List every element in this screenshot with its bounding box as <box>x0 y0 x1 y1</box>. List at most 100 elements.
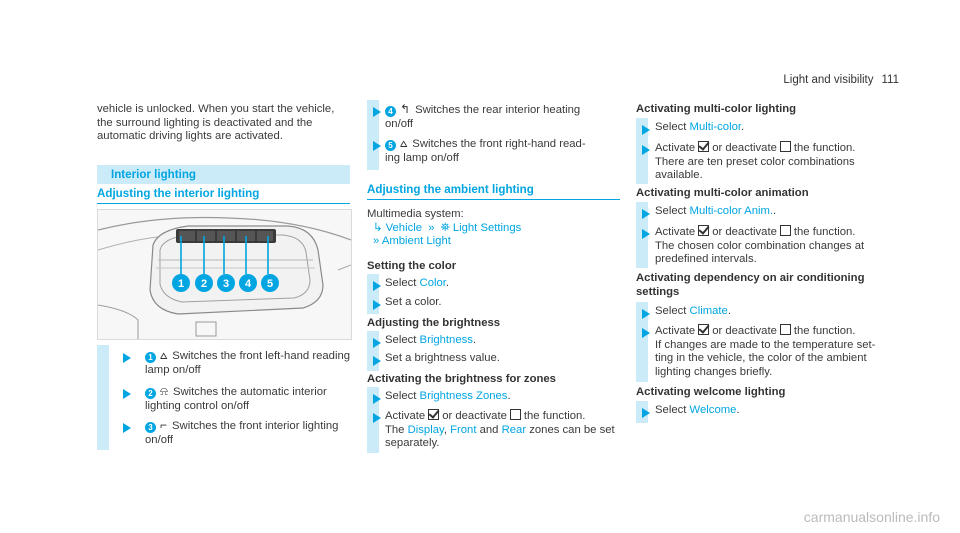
callout-3: 3 <box>223 278 229 290</box>
rear-link[interactable]: Rear <box>501 423 527 436</box>
bullet-arrow-icon <box>373 338 381 348</box>
item-text: Switches the front interior lighting <box>172 420 339 432</box>
checkbox-empty-icon <box>509 409 521 420</box>
light-settings-icon: ⛯ <box>440 221 450 234</box>
item-text: the function. <box>523 410 586 422</box>
item-text: or deactivate <box>712 226 777 238</box>
item-text: There are ten preset color combinations <box>655 155 855 168</box>
front-link[interactable]: Front <box>450 423 477 436</box>
brightness-title: Adjusting the brightness <box>367 317 501 329</box>
item-text: Select <box>655 121 687 133</box>
list-item: 5 ⩟ Switches the front right-hand read- in… <box>385 136 615 165</box>
item-text: or deactivate <box>442 410 507 422</box>
item-text: zones can be set <box>529 423 615 436</box>
item-text: If changes are made to the temperature s… <box>655 338 876 351</box>
list-bar <box>636 302 648 382</box>
intro-line: automatic driving lights are activated. <box>97 130 283 143</box>
item-text: The <box>385 423 405 436</box>
climate-link[interactable]: Climate <box>689 305 728 317</box>
bullet-arrow-icon <box>642 209 650 219</box>
rear-interior-heating-icon: ↰ <box>400 102 411 116</box>
list-item: Select Welcome. <box>655 404 740 416</box>
bullet-arrow-icon <box>642 309 650 319</box>
front-right-reading-lamp-icon: ⩟ <box>400 136 408 150</box>
bullet-arrow-icon <box>123 389 131 399</box>
path-arrow-icon: ↳ <box>373 221 383 234</box>
climate-title: Activating dependency on air conditionin… <box>636 272 864 299</box>
multi-color-title: Activating multi-color lighting <box>636 103 797 115</box>
section-heading-band: Interior lighting <box>97 165 350 184</box>
list-bar <box>367 100 379 170</box>
multi-anim-title: Activating multi-color animation <box>636 187 809 199</box>
item-text: ting in the vehicle, the color of the am… <box>655 352 867 365</box>
setting-color-title: Setting the color <box>367 260 457 272</box>
list-item: Select Climate. <box>655 305 731 317</box>
item-text: Switches the rear interior heating <box>415 104 581 116</box>
bullet-arrow-icon <box>373 281 381 291</box>
bullet-arrow-icon <box>373 300 381 310</box>
path-vehicle-link[interactable]: Vehicle <box>385 221 423 234</box>
item-text: Select <box>655 404 687 416</box>
multimedia-label: Multimedia system: <box>367 208 464 220</box>
callout-badge: 1 <box>145 352 156 363</box>
multi-color-anim-link[interactable]: Multi-color Anim. <box>689 205 774 217</box>
list-item: 2⍾Switches the automatic interior lighti… <box>145 384 355 413</box>
bullet-arrow-icon <box>373 413 381 423</box>
brightness-zones-link[interactable]: Brightness Zones <box>419 390 508 402</box>
path-ambient-light-link[interactable]: Ambient Light <box>381 235 451 248</box>
list-item: 1⩟Switches the front left-hand reading l… <box>145 348 355 377</box>
item-text: lamp on/off <box>145 363 201 376</box>
list-item: Set a color. <box>385 296 442 308</box>
list-item: 4↰Switches the rear interior heating on/… <box>385 102 615 131</box>
path-light-settings-link[interactable]: Light Settings <box>452 221 522 234</box>
welcome-link[interactable]: Welcome <box>689 404 737 416</box>
bullet-arrow-icon <box>373 356 381 366</box>
item-text: Select <box>655 205 687 217</box>
brightness-link[interactable]: Brightness <box>419 334 473 346</box>
item-text: lighting control on/off <box>145 399 250 412</box>
bullet-arrow-icon <box>642 408 650 418</box>
item-text: Switches the front left-hand reading <box>172 350 351 362</box>
list-item: 3⌐Switches the front interior lighting o… <box>145 418 355 447</box>
checkbox-empty-icon <box>779 141 791 152</box>
subsection-rule <box>97 203 350 204</box>
path-chevron-icon: » <box>428 221 435 234</box>
list-item: Set a brightness value. <box>385 352 500 364</box>
display-link[interactable]: Display <box>407 423 444 436</box>
multi-color-link[interactable]: Multi-color <box>689 121 742 133</box>
item-text: the function. <box>793 142 856 154</box>
callout-2: 2 <box>201 278 207 290</box>
intro-line: vehicle is unlocked. When you start the … <box>97 103 335 115</box>
color-link[interactable]: Color <box>419 277 446 289</box>
list-item: Select Multi-color. <box>655 121 745 133</box>
overhead-control-panel-photo: 1 2 3 4 5 <box>97 209 352 340</box>
bullet-arrow-icon <box>373 107 381 117</box>
callout-badge: 5 <box>385 140 396 151</box>
item-text: Switches the front right-hand read- <box>412 138 586 150</box>
zones-title: Activating the brightness for zones <box>367 373 556 385</box>
bullet-arrow-icon <box>123 423 131 433</box>
menu-path: Multimedia system: ↳ Vehicle » ⛯ Light S… <box>367 208 617 249</box>
item-text: and <box>479 423 499 436</box>
callout-4: 4 <box>245 278 252 290</box>
list-item: Select Color. <box>385 277 450 289</box>
item-text: settings <box>636 285 680 298</box>
item-text: Switches the automatic interior <box>172 386 327 398</box>
item-text: ing lamp on/off <box>385 151 459 164</box>
checkbox-checked-icon <box>698 324 710 335</box>
item-text: separately. <box>385 437 440 450</box>
list-item: Select Multi-color Anim.. <box>655 205 777 217</box>
checkbox-checked-icon <box>698 141 710 152</box>
bullet-arrow-icon <box>373 141 381 151</box>
list-item: Select Brightness Zones. <box>385 390 511 402</box>
intro-text: vehicle is unlocked. When you start the … <box>97 103 357 144</box>
item-text: on/off <box>385 117 414 130</box>
section-name: Light and visibility <box>783 74 874 86</box>
checkbox-checked-icon <box>428 409 440 420</box>
item-text: Activating dependency on air conditionin… <box>636 272 865 284</box>
bullet-arrow-icon <box>123 353 131 363</box>
item-text: Activate <box>655 325 696 337</box>
